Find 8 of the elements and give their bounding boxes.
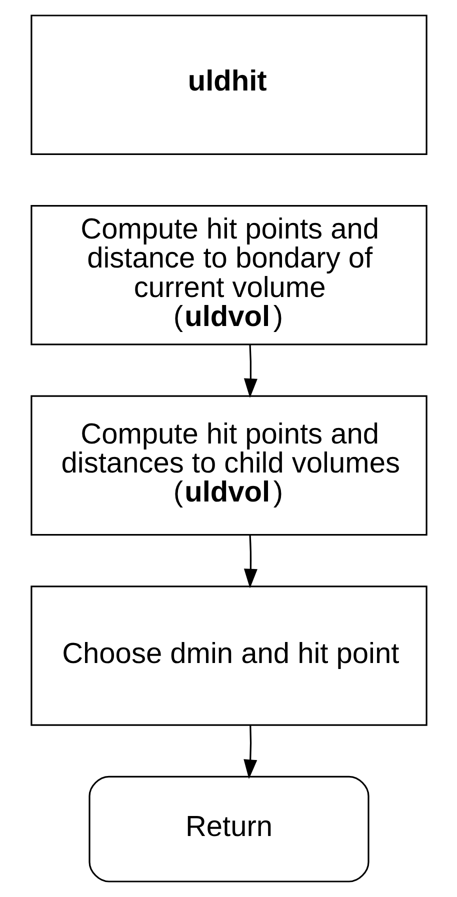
node-box: Choose dmin and hit point [30,586,427,726]
node-box: Return [88,776,369,882]
node-box: Compute hit points and distance to bondary of current volume (uldvol) [30,204,427,346]
arrow [243,726,257,779]
node-box: Compute hit points and distances to child volumes (uldvol) [30,395,427,536]
arrow [243,344,257,398]
arrow [243,535,257,588]
node-box: uldhit [30,14,427,155]
